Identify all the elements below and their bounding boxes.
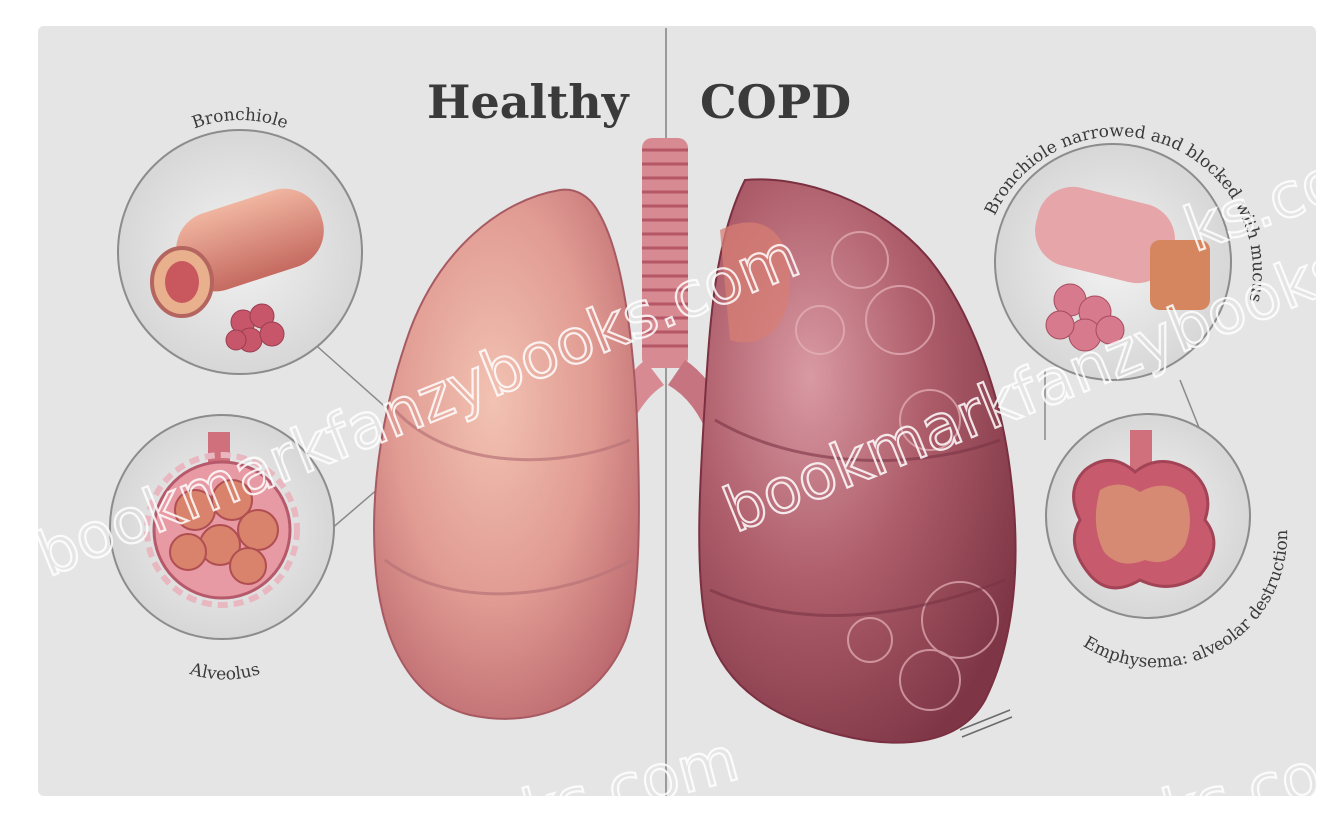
emphysema-circle xyxy=(1046,414,1250,618)
copd-title: COPD xyxy=(700,75,851,129)
healthy-title: Healthy xyxy=(427,75,630,129)
bronchiole-circle xyxy=(118,130,362,374)
